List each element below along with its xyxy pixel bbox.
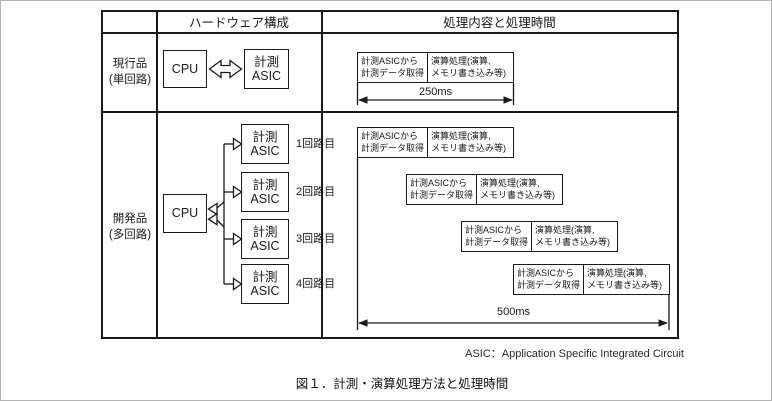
row-label-current-line1: 現行品 [112, 58, 148, 70]
header-processing: 処理内容と処理時間 [443, 16, 556, 30]
acquire-cell: 計測ASICから 計測データ取得 [358, 128, 428, 157]
acquire-line1: 計測ASICから [410, 178, 468, 189]
compute-cell: 演算処理(演算, メモリ書き込み等) [584, 265, 669, 294]
compute-line1: 演算処理(演算, [431, 56, 491, 67]
compute-line2: メモリ書き込み等) [431, 67, 506, 78]
compute-line2: メモリ書き込み等) [431, 142, 506, 153]
acquire-line1: 計測ASICから [517, 268, 575, 279]
asic-label-line2: ASIC [250, 284, 280, 298]
acquire-line1: 計測ASICから [361, 56, 419, 67]
row-label-developed-line1: 開発品 [112, 213, 148, 225]
compute-line1: 演算処理(演算, [535, 225, 595, 236]
row-label-current: 現行品 (単回路) [103, 57, 157, 88]
circuit-label-2: 2回路目 [296, 186, 336, 198]
header-bottom-divider [103, 32, 677, 34]
acquire-line2: 計測データ取得 [361, 142, 425, 153]
acquire-cell: 計測ASICから 計測データ取得 [514, 265, 584, 294]
process-box-current: 計測ASICから 計測データ取得 演算処理(演算, メモリ書き込み等) [357, 52, 514, 83]
column-divider-label-hardware [156, 12, 158, 337]
row-label-developed-line2: (多回路) [108, 228, 152, 241]
process-box-circuit-4: 計測ASICから 計測データ取得 演算処理(演算, メモリ書き込み等) [513, 264, 670, 295]
compute-line1: 演算処理(演算, [480, 178, 540, 189]
asic-label-line2: ASIC [250, 192, 280, 206]
table-border [101, 10, 679, 339]
acquire-cell: 計測ASICから 計測データ取得 [358, 53, 428, 82]
acquire-cell: 計測ASICから 計測データ取得 [462, 222, 532, 251]
acquire-line2: 計測データ取得 [361, 67, 425, 78]
column-divider-hardware-processing [321, 12, 323, 337]
acquire-line2: 計測データ取得 [410, 189, 474, 200]
cpu-box-current: CPU [163, 50, 207, 88]
compute-cell: 演算処理(演算, メモリ書き込み等) [428, 53, 513, 82]
asic-box-circuit-2: 計測 ASIC [241, 172, 289, 212]
compute-line2: メモリ書き込み等) [480, 189, 555, 200]
figure-caption: 図１．計測・演算処理方法と処理時間 [295, 377, 509, 391]
asic-label-line2: ASIC [251, 69, 282, 83]
acquire-cell: 計測ASICから 計測データ取得 [407, 175, 477, 204]
circuit-label-3: 3回路目 [296, 233, 336, 245]
asic-label-line1: 計測 [252, 129, 278, 144]
process-box-circuit-1: 計測ASICから 計測データ取得 演算処理(演算, メモリ書き込み等) [357, 127, 514, 158]
compute-cell: 演算処理(演算, メモリ書き込み等) [477, 175, 562, 204]
row-label-developed: 開発品 (多回路) [103, 212, 157, 243]
acquire-line2: 計測データ取得 [465, 236, 529, 247]
asic-definition-note: ASIC：Application Specific Integrated Cir… [465, 348, 684, 360]
asic-label-line2: ASIC [250, 144, 280, 158]
compute-cell: 演算処理(演算, メモリ書き込み等) [428, 128, 513, 157]
compute-line1: 演算処理(演算, [587, 268, 647, 279]
duration-label-current: 250ms [418, 86, 453, 98]
header-hardware: ハードウェア構成 [188, 16, 289, 30]
cpu-box-developed: CPU [163, 194, 207, 233]
cpu-label: CPU [171, 206, 199, 221]
row-label-current-line2: (単回路) [108, 73, 152, 86]
asic-box-circuit-1: 計測 ASIC [241, 124, 289, 164]
duration-label-developed: 500ms [496, 306, 531, 318]
asic-box-circuit-4: 計測 ASIC [241, 264, 289, 304]
compute-line2: メモリ書き込み等) [587, 279, 662, 290]
asic-box-current: 計測 ASIC [244, 49, 289, 89]
acquire-line1: 計測ASICから [465, 225, 523, 236]
compute-line2: メモリ書き込み等) [535, 236, 610, 247]
asic-label-line1: 計測 [252, 224, 278, 239]
asic-label-line1: 計測 [252, 269, 278, 284]
row-divider [103, 111, 677, 113]
compute-cell: 演算処理(演算, メモリ書き込み等) [532, 222, 617, 251]
circuit-label-4: 4回路目 [296, 278, 336, 290]
circuit-label-1: 1回路目 [296, 138, 336, 150]
acquire-line1: 計測ASICから [361, 131, 419, 142]
asic-label-line1: 計測 [252, 177, 278, 192]
cpu-label: CPU [171, 61, 199, 76]
asic-box-circuit-3: 計測 ASIC [241, 219, 289, 259]
asic-label-line2: ASIC [250, 239, 280, 253]
process-box-circuit-3: 計測ASICから 計測データ取得 演算処理(演算, メモリ書き込み等) [461, 221, 618, 252]
compute-line1: 演算処理(演算, [431, 131, 491, 142]
process-box-circuit-2: 計測ASICから 計測データ取得 演算処理(演算, メモリ書き込み等) [406, 174, 563, 205]
acquire-line2: 計測データ取得 [517, 279, 581, 290]
asic-label-line1: 計測 [253, 54, 279, 69]
